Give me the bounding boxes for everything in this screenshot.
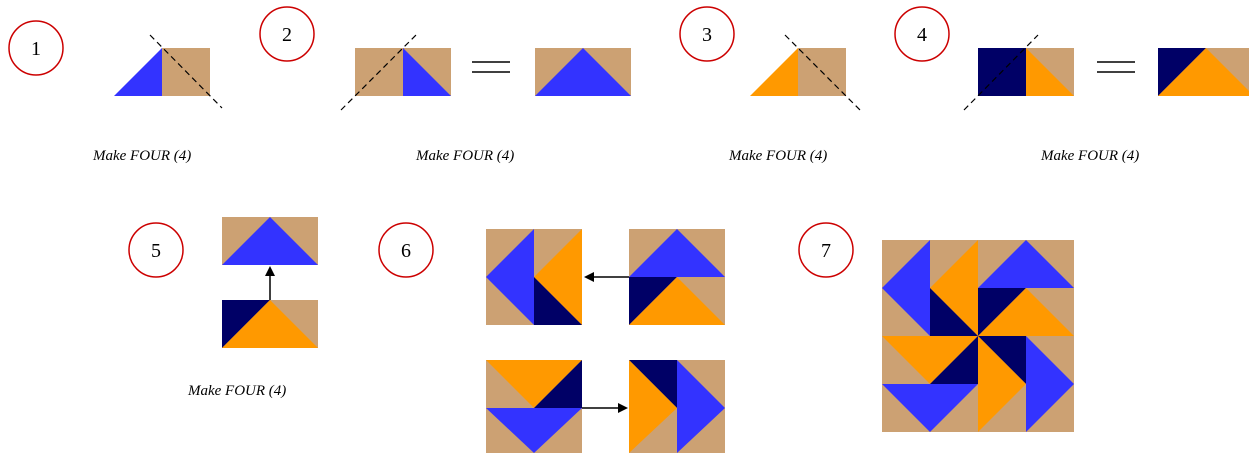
orange-goose — [534, 229, 582, 325]
blue-goose — [882, 240, 930, 336]
step-circle — [8, 20, 64, 76]
step-1-marker: 1 — [8, 20, 64, 76]
cut-line — [149, 34, 223, 109]
step-circle — [259, 6, 315, 62]
cut-line — [963, 34, 1039, 111]
step-5-diagram — [222, 217, 318, 348]
step-number: 1 — [31, 38, 41, 60]
navy-corner — [534, 277, 582, 325]
orange-goose — [629, 277, 725, 325]
cut-line — [784, 34, 861, 111]
step-3-diagram — [750, 34, 861, 111]
equals-sign — [1097, 61, 1135, 73]
step-4-marker: 4 — [894, 6, 950, 62]
blue-triangle — [114, 48, 162, 96]
caption-step-2: Make FOUR (4) — [415, 148, 514, 164]
blue-goose — [486, 408, 582, 453]
step-6-top-diagram — [486, 229, 725, 325]
blue-goose — [882, 384, 978, 432]
step-number: 7 — [821, 240, 831, 262]
step-number: 5 — [151, 240, 161, 262]
step-number: 6 — [401, 240, 411, 262]
step-number: 3 — [702, 24, 712, 46]
step-number: 2 — [282, 24, 292, 46]
orange-triangle — [1026, 48, 1074, 96]
orange-goose — [978, 336, 1026, 432]
blue-goose — [486, 229, 534, 325]
flying-geese-orange — [1158, 48, 1249, 96]
flying-geese-blue — [535, 48, 631, 96]
blue-goose — [629, 229, 725, 277]
navy-corner — [534, 360, 582, 408]
caption-step-1: Make FOUR (4) — [92, 148, 191, 164]
step-4-diagram — [963, 34, 1249, 111]
step-1-diagram — [114, 34, 223, 109]
step-circle — [128, 222, 184, 278]
cut-line — [340, 34, 417, 111]
step-circle — [894, 6, 950, 62]
step-6-marker: 6 — [378, 222, 434, 278]
orange-goose — [930, 240, 978, 336]
orange-goose — [486, 360, 582, 408]
step-circle — [679, 6, 735, 62]
step-2-diagram — [340, 34, 631, 111]
blue-goose — [1026, 336, 1074, 432]
step-circle — [378, 222, 434, 278]
step-7-marker: 7 — [798, 222, 854, 278]
flying-geese-orange — [222, 300, 318, 348]
navy-corner — [930, 288, 978, 336]
flying-geese-blue — [222, 217, 318, 265]
blue-triangle — [403, 48, 451, 96]
caption-step-4: Make FOUR (4) — [1040, 148, 1139, 164]
step-3-marker: 3 — [679, 6, 735, 62]
step-5-marker: 5 — [128, 222, 184, 278]
blue-goose — [677, 360, 725, 453]
step-number: 4 — [917, 24, 927, 46]
orange-triangle — [750, 48, 798, 96]
orange-goose — [978, 288, 1074, 336]
navy-corner — [930, 336, 978, 384]
orange-goose — [882, 336, 978, 384]
step-7-finished-block — [882, 240, 1074, 432]
step-2-marker: 2 — [259, 6, 315, 62]
step-6-bottom-diagram — [486, 360, 725, 453]
blue-goose — [978, 240, 1074, 288]
equals-sign — [472, 61, 510, 73]
orange-goose — [629, 360, 677, 453]
caption-step-5: Make FOUR (4) — [187, 383, 286, 399]
step-circle — [798, 222, 854, 278]
caption-step-3: Make FOUR (4) — [728, 148, 827, 164]
